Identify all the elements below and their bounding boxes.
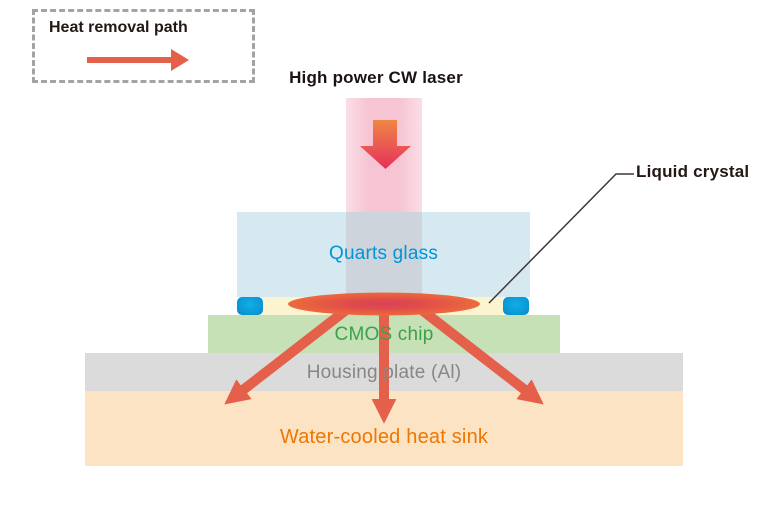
- laser-title: High power CW laser: [289, 68, 463, 87]
- spacer-left: [237, 297, 263, 315]
- cmos-chip-label: CMOS chip: [334, 324, 434, 345]
- laser-beam: [346, 98, 422, 212]
- spacer-right: [503, 297, 529, 315]
- liquid-crystal-layer: [263, 297, 503, 315]
- heat-removal-arrow-icon: [87, 49, 189, 71]
- heat-sink-label: Water-cooled heat sink: [279, 426, 489, 448]
- liquid-crystal-label: Liquid crystal: [636, 162, 750, 181]
- housing-plate-label: Housing plate (Al): [306, 362, 462, 383]
- quartz-glass-label: Quarts glass: [328, 243, 439, 264]
- legend-label: Heat removal path: [49, 19, 188, 36]
- laser-beam-through-glass: [346, 212, 422, 297]
- legend-box: Heat removal path: [32, 9, 255, 83]
